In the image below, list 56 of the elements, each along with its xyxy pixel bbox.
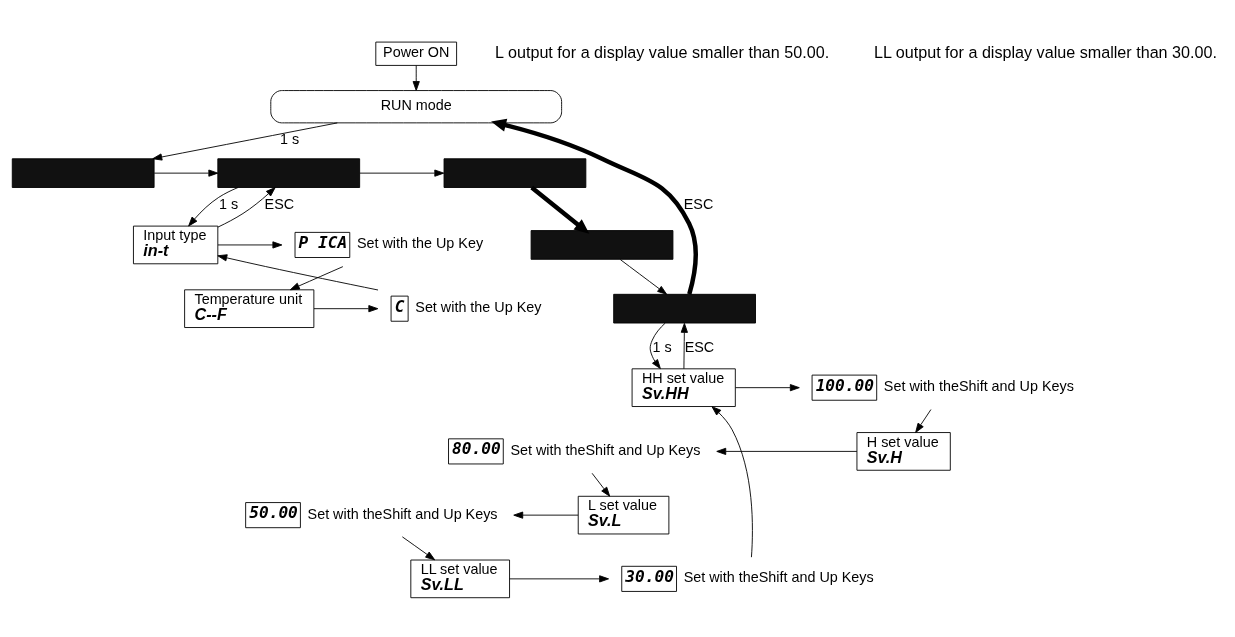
node-label: Set with theShift and Up Keys: [307, 505, 498, 522]
arrow: [152, 121, 338, 161]
node-box: 50.00: [245, 501, 301, 528]
arrow: [217, 240, 283, 249]
node-label: Set with theShift and Up Keys: [883, 377, 1074, 394]
node-box: [443, 157, 587, 188]
arrow: [649, 322, 666, 369]
node-box: L set value Sv.L: [577, 495, 670, 534]
edge-label: ESC: [264, 195, 295, 212]
node-box: P ICA: [294, 231, 351, 258]
edge-label: 1 s: [280, 130, 300, 147]
arrow: [735, 383, 800, 391]
node-box: [613, 293, 756, 323]
arrow: [716, 447, 858, 455]
node-box: [530, 229, 674, 260]
arrow: [680, 322, 688, 369]
arrow: [619, 258, 668, 295]
node-box: 100.00: [811, 374, 878, 401]
edge-label: 1 s: [219, 195, 239, 212]
arrow: [153, 169, 219, 177]
arrow: [359, 169, 445, 177]
edge-label: ESC: [684, 338, 715, 355]
arrow: [491, 118, 698, 295]
node-box: LL set value Sv.LL: [410, 559, 510, 598]
node-label: Set with theShift and Up Keys: [510, 441, 701, 458]
node-box: [11, 157, 155, 188]
arrow: [412, 64, 420, 91]
arrow: [217, 253, 379, 290]
node-label: Set with the Up Key: [415, 298, 542, 315]
arrow: [313, 304, 379, 312]
label: L output for a display value smaller than 50.00.: [495, 42, 830, 61]
arrow: [711, 405, 753, 558]
node-box: H set value Sv.H: [856, 431, 951, 471]
node-box: C: [390, 295, 409, 322]
arrow: [509, 574, 610, 582]
node-label: Set with theShift and Up Keys: [683, 568, 874, 585]
label: LL output for a display value smaller than 30.00.: [873, 42, 1217, 61]
node-label: Set with the Up Key: [356, 234, 484, 251]
arrow: [530, 185, 590, 234]
arrow: [591, 472, 611, 497]
node-box: HH set value Sv.HH: [631, 367, 736, 407]
node-box: Input type in-t: [133, 225, 219, 264]
edge-label: ESC: [683, 195, 714, 212]
node-box: 30.00: [621, 565, 677, 592]
node-box: Temperature unit C--F: [184, 288, 315, 328]
arrow: [915, 408, 932, 433]
arrow: [217, 186, 276, 228]
node-box: RUN mode: [270, 89, 563, 123]
arrow: [401, 535, 436, 560]
arrow: [289, 265, 344, 290]
arrow: [513, 511, 579, 519]
node-box: Power ON: [375, 41, 458, 66]
arrow: [188, 186, 239, 226]
node-box: [217, 157, 361, 188]
node-box: 80.00: [448, 437, 504, 464]
edge-label: 1 s: [652, 338, 672, 355]
